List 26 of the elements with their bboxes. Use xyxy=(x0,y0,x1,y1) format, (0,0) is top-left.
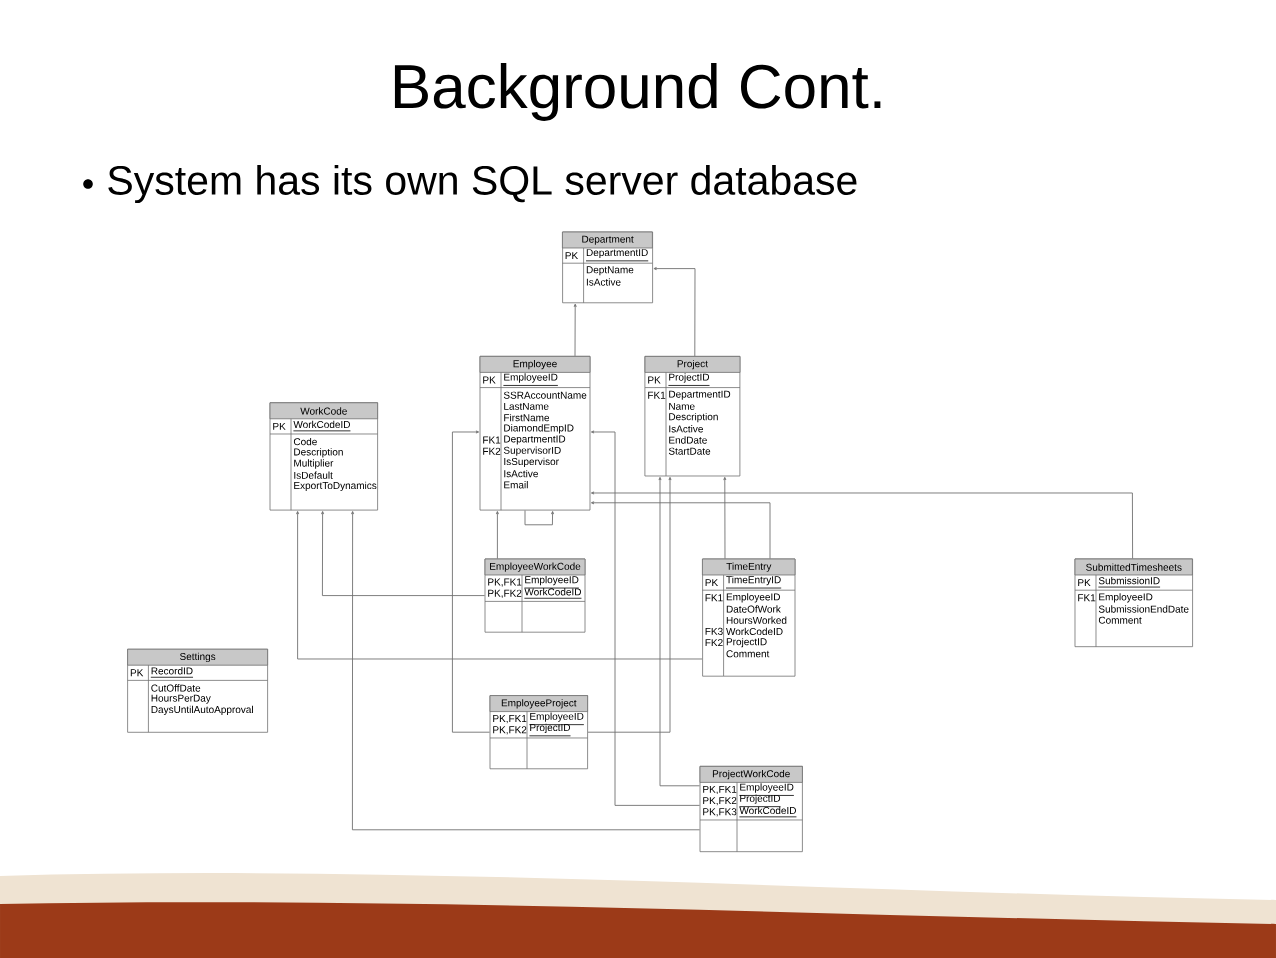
relationship-arrow xyxy=(658,476,701,787)
entity-table xyxy=(562,231,653,304)
entity-table xyxy=(269,402,378,511)
relationship-arrow xyxy=(296,511,703,660)
entity-table xyxy=(702,558,796,677)
relationship-arrow xyxy=(653,267,696,357)
relationship-arrow xyxy=(573,303,577,357)
bullet-item: System has its own SQL server database xyxy=(83,164,857,204)
entity-table xyxy=(127,648,268,733)
entity-table xyxy=(484,558,586,633)
relationship-arrow xyxy=(321,511,486,597)
relationship-arrow xyxy=(351,511,701,831)
relationship-arrow xyxy=(524,510,555,526)
slide-title: Background Cont. xyxy=(394,63,881,121)
relationship-arrow xyxy=(587,476,672,733)
relationship-arrow xyxy=(590,430,701,806)
entity-table xyxy=(479,355,591,511)
relationship-arrow xyxy=(590,501,771,560)
entity-table xyxy=(489,695,588,770)
relationship-arrow xyxy=(495,511,499,560)
entity-table xyxy=(699,765,803,853)
relationship-arrow xyxy=(451,430,491,733)
entity-table xyxy=(644,356,741,477)
relationship-arrow xyxy=(590,491,1134,559)
relationship-arrow xyxy=(723,476,727,560)
entity-table xyxy=(1074,558,1193,648)
